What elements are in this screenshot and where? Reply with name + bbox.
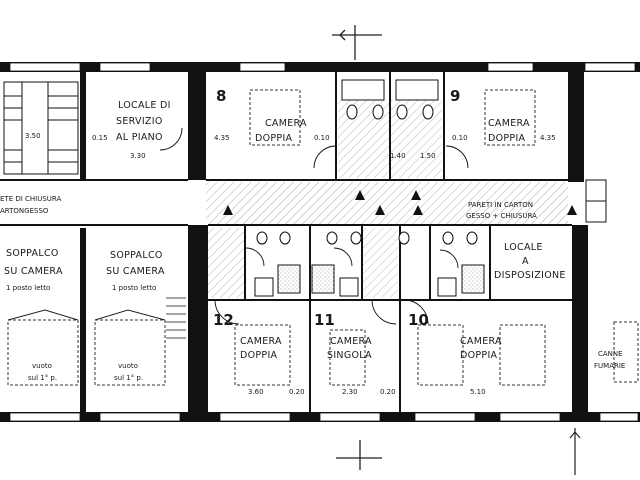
staircase: [3, 81, 79, 175]
corridor-hatching: [206, 182, 568, 224]
exterior-walls: [0, 62, 640, 422]
bath-dim-a: 1.40: [390, 152, 406, 160]
room-number-11: 11: [314, 311, 335, 329]
wall-note-right-1: PARETI IN CARTON: [468, 201, 533, 209]
structural-walls: [80, 62, 588, 420]
room-9-dim-right: 4.35: [540, 134, 556, 142]
room-12-dim-left: 3.60: [248, 388, 264, 396]
section-marker-bottom: [336, 440, 382, 470]
soppalco-left-label-3: 1 posto letto: [6, 284, 50, 292]
soppalco-left-label-2: SU CAMERA: [4, 266, 63, 277]
room-11-dim-right: 0.20: [380, 388, 396, 396]
service-room-label-1: LOCALE DI: [118, 100, 171, 111]
service-room-dim-bottom: 3.30: [130, 152, 146, 160]
soppalco-left-void-2: sul 1° p.: [28, 374, 57, 382]
service-room-dim-left: 0.15: [92, 134, 108, 142]
flues-label-1: CANNE: [598, 350, 623, 358]
balcony-right: [585, 179, 607, 223]
room-10-dim-right: 5.10: [470, 388, 486, 396]
room-8-dim-right: 0.10: [314, 134, 330, 142]
stair-dimension: 3.50: [25, 132, 41, 140]
room-11-label-1: CAMERA: [330, 336, 372, 347]
room-number-12: 12: [213, 311, 234, 329]
room-9-label-2: DOPPIA: [488, 133, 526, 144]
room-9-label-1: CAMERA: [488, 118, 530, 129]
soppalco-right-label-3: 1 posto letto: [112, 284, 156, 292]
room-10-label-1: CAMERA: [460, 336, 502, 347]
room-number-9: 9: [450, 87, 460, 105]
room-number-10: 10: [408, 311, 429, 329]
soppalco-left-label-1: SOPPALCO: [6, 248, 59, 259]
room-11-label-2: SINGOLA: [327, 350, 372, 361]
wall-note-left-1: ETE DI CHIUSURA: [0, 195, 62, 203]
bath-entry-hatching: [208, 228, 244, 298]
soppalco-right-void-2: sul 1° p.: [114, 374, 143, 382]
room-8-label-1: CAMERA: [265, 118, 307, 129]
room-11-dim-left: 2.30: [342, 388, 358, 396]
room-8-dim-left: 4.35: [214, 134, 230, 142]
stair-lower: [166, 297, 186, 339]
soppalco-right-void-1: vuoto: [118, 362, 138, 370]
corridor-arrows: [223, 190, 577, 215]
room-9-dim-left: 0.10: [452, 134, 468, 142]
room-number-8: 8: [216, 87, 226, 105]
section-marker-right: [569, 428, 581, 475]
room-12-label-1: CAMERA: [240, 336, 282, 347]
wall-note-right-2: GESSO + CHIUSURA: [466, 212, 537, 220]
section-marker-top: [332, 25, 382, 60]
wall-note-left-2: ARTONGESSO: [0, 207, 49, 215]
local-disposal-label-2: A: [522, 256, 529, 267]
room-12-label-2: DOPPIA: [240, 350, 278, 361]
bath-entry-hatching-2: [362, 228, 398, 298]
sanitary-fixtures: [254, 79, 485, 297]
local-disposal-label-3: DISPOSIZIONE: [494, 270, 566, 281]
service-room-label-3: AL PIANO: [116, 132, 163, 143]
beds: [7, 89, 639, 386]
service-room-label-2: SERVIZIO: [116, 116, 163, 127]
room-8-label-2: DOPPIA: [255, 133, 293, 144]
void-markers: [7, 309, 166, 321]
bath-dim-b: 1.50: [420, 152, 436, 160]
soppalco-left-void-1: vuoto: [32, 362, 52, 370]
soppalco-right-label-2: SU CAMERA: [106, 266, 165, 277]
room-12-dim-right: 0.20: [289, 388, 305, 396]
room-10-label-2: DOPPIA: [460, 350, 498, 361]
door-swings: [159, 127, 469, 325]
flues-label-2: FUMARIE: [594, 362, 625, 370]
soppalco-right-label-1: SOPPALCO: [110, 250, 163, 261]
local-disposal-label-1: LOCALE: [504, 242, 543, 253]
